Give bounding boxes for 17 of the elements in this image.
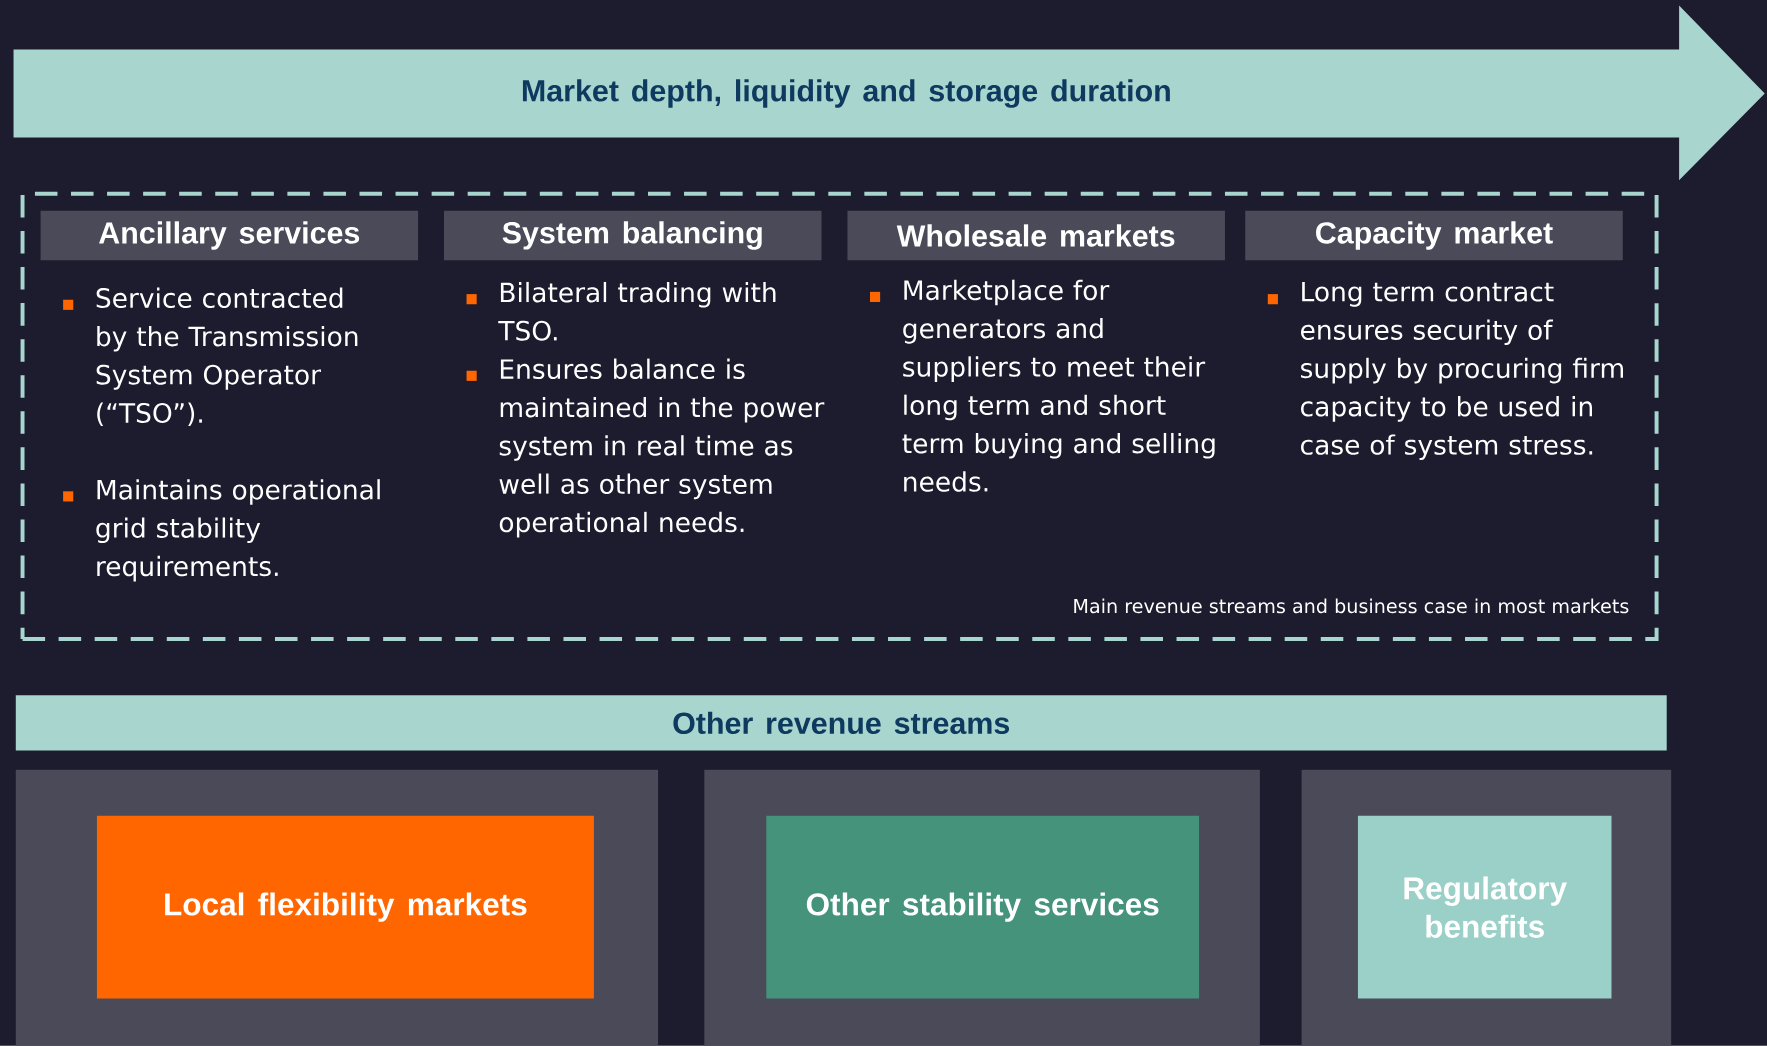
column-header: Capacity market [1245,210,1623,261]
bullet-item: Marketplace for generators and suppliers to meet their long term and short term buying and selling needs. [870,279,1215,492]
bullet-item: Service contracted by the Transmission System Operator (“TSO”). [63,287,358,427]
category-box: Regulatory benefits [1357,816,1612,999]
category-box: Other stability services [766,816,1200,999]
column-header: System balancing [444,210,822,261]
bullet-item: Long term contract ensures security of supply by procuring firm capacity to be used in case of system stress. [1267,282,1623,461]
section-band: Other revenue streams [15,695,1667,751]
bullet-item: Ensures balance is maintained in the power system in real time as well as other system operational needs. [466,358,825,538]
category-box: Local flexibility markets [96,816,594,999]
bullet-item: Maintains operational grid stability requirements. [63,479,380,582]
arrow-banner: Market depth, liquidity and storage duration [13,5,1765,181]
column-header: Wholesale markets [847,210,1225,261]
dashed-frame [20,191,1659,642]
frame-caption: Main revenue streams and business case in most markets [1074,598,1629,614]
column-header: Ancillary services [40,210,419,261]
bullet-item: Bilateral trading with TSO. [466,282,776,341]
